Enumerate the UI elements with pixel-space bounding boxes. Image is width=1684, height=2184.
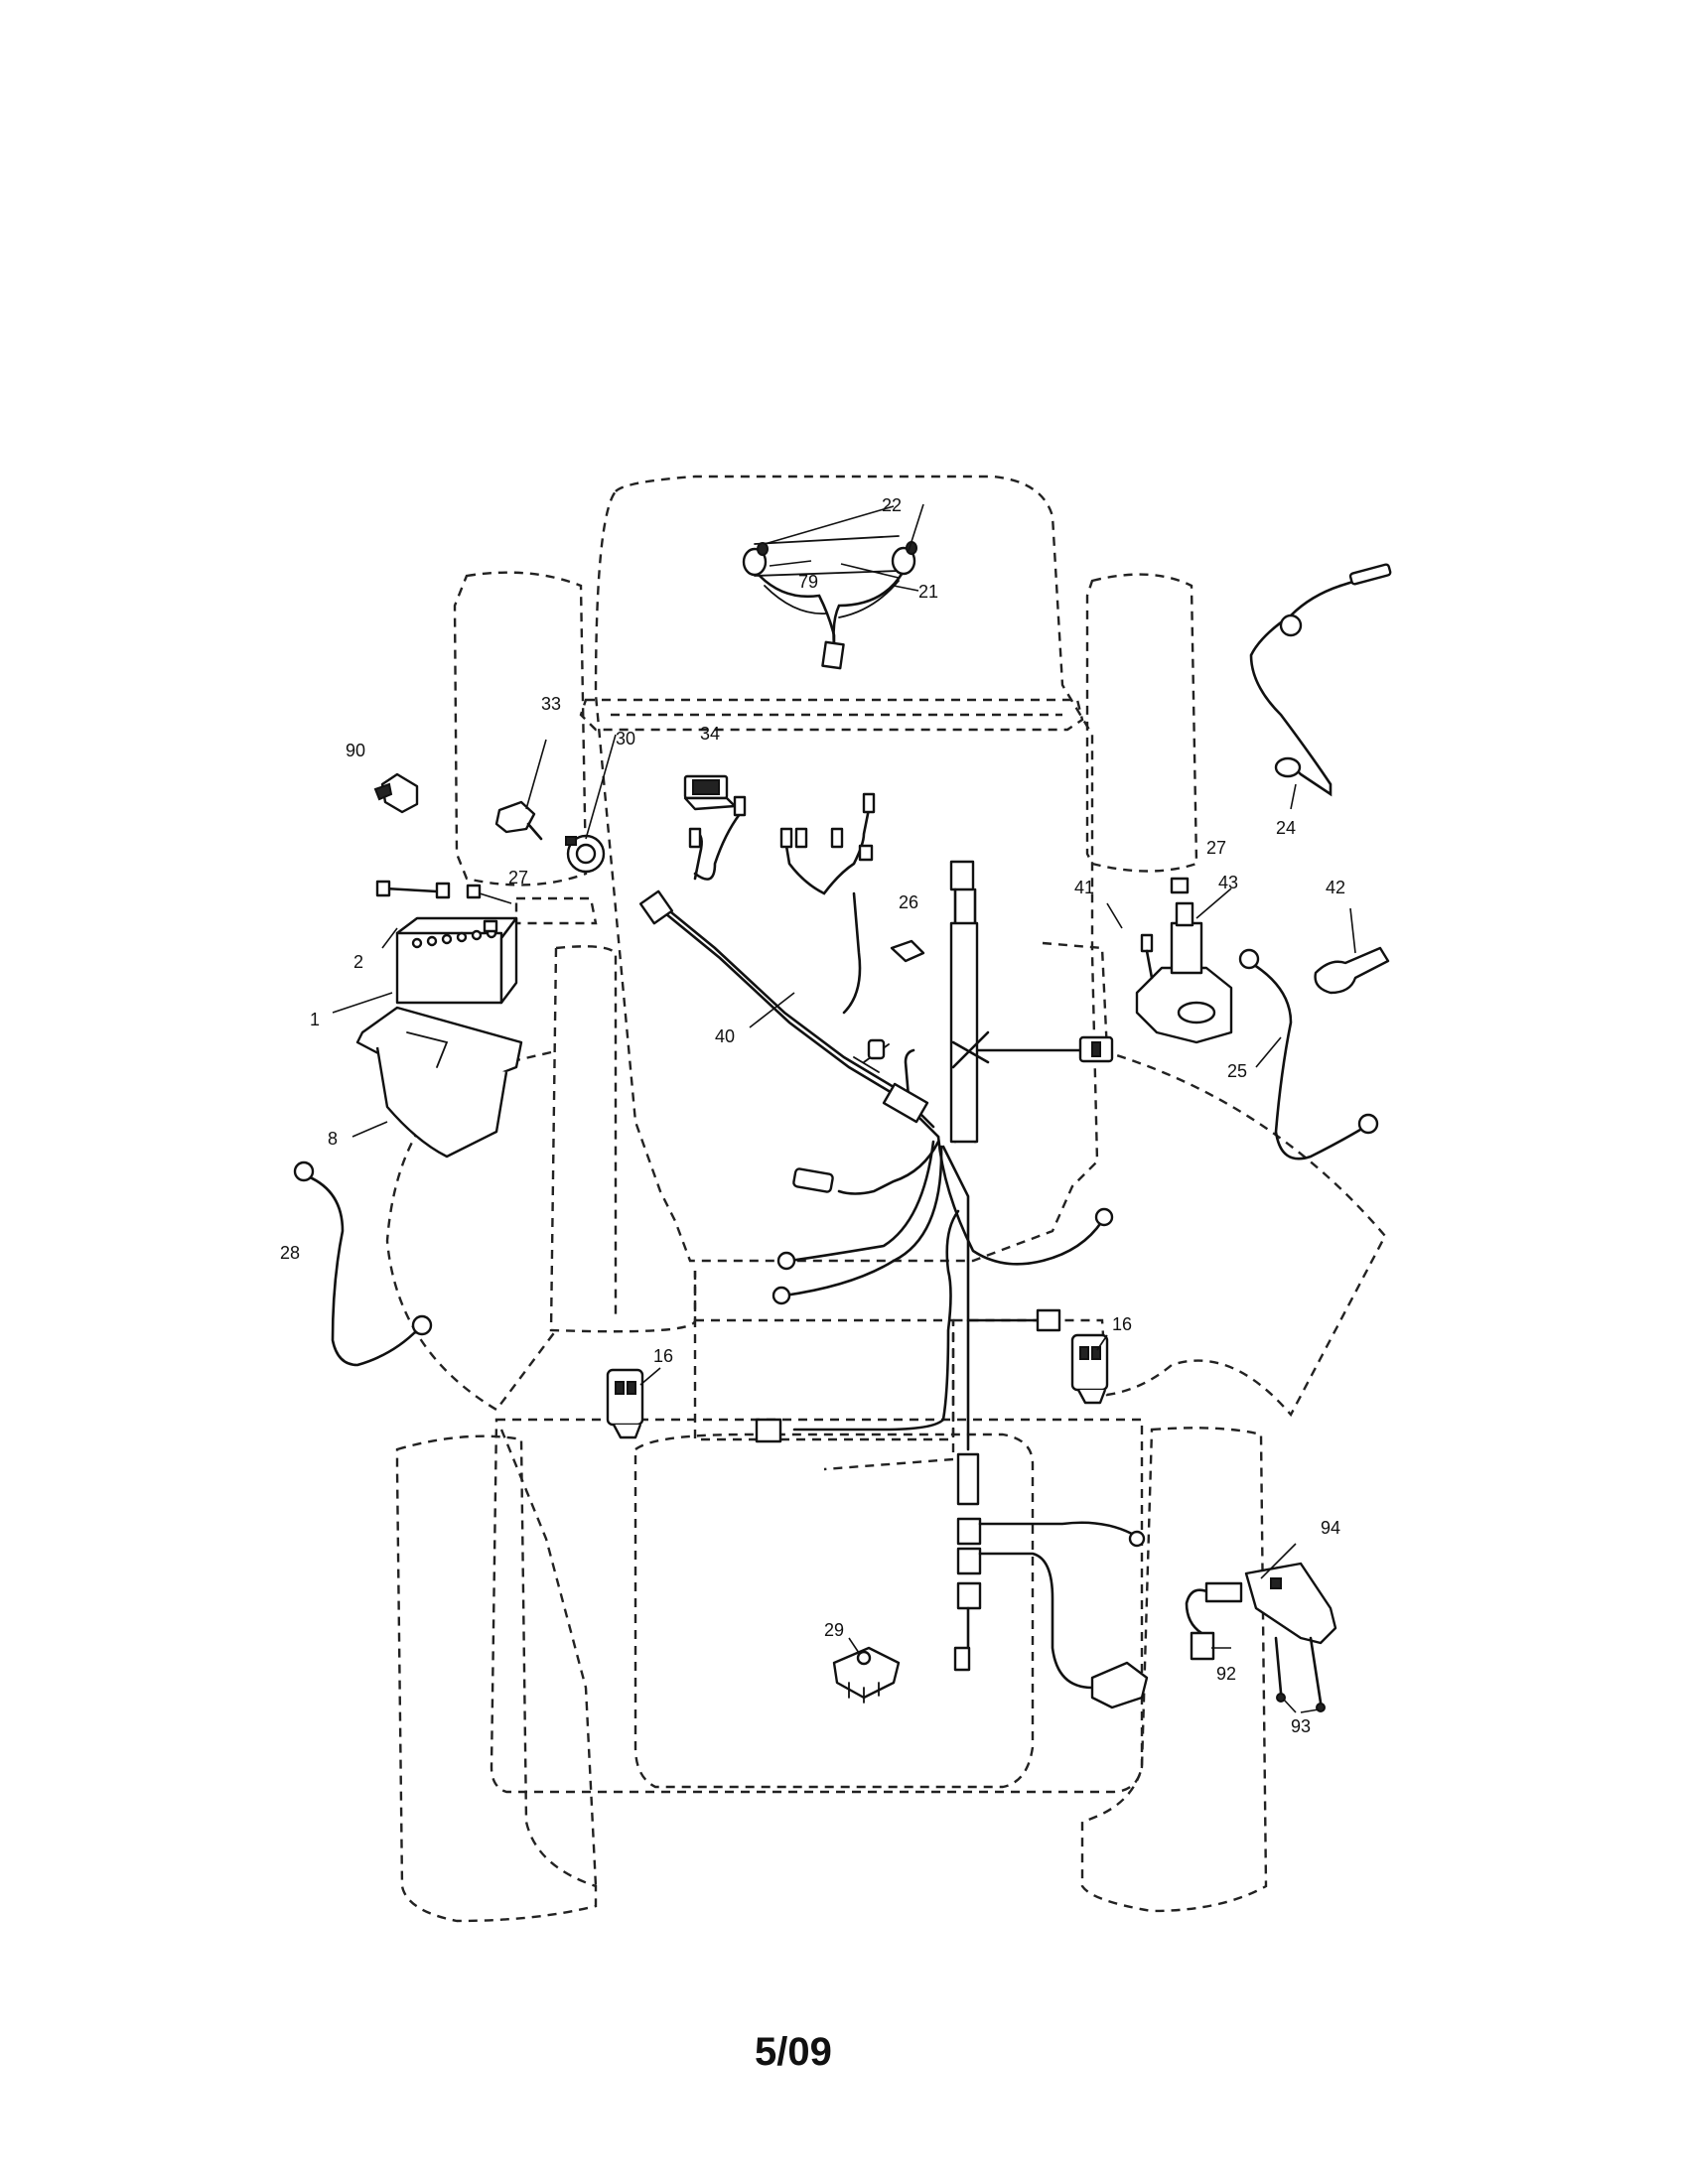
callout-27-right: 27 bbox=[1206, 838, 1226, 858]
callout-43: 43 bbox=[1218, 873, 1238, 892]
part-40-main-harness bbox=[638, 792, 940, 1139]
part-41-bolt bbox=[1140, 933, 1154, 980]
callout-28: 28 bbox=[280, 1243, 300, 1263]
part-27-nut-left bbox=[466, 884, 482, 899]
callout-42: 42 bbox=[1326, 878, 1345, 897]
part-16-seat-switch-left bbox=[606, 1368, 644, 1439]
part-2-bolt bbox=[375, 880, 451, 899]
front-left-tire bbox=[453, 571, 588, 887]
part-1-battery bbox=[395, 916, 518, 1005]
callout-16-right: 16 bbox=[1112, 1314, 1132, 1334]
callouts: 1 2 8 16 16 21 22 24 25 26 27 27 28 29 3… bbox=[280, 495, 1345, 1736]
vertical-harness-right bbox=[949, 860, 1114, 1144]
battery-cells bbox=[411, 927, 497, 949]
lower-harness bbox=[953, 1452, 1149, 1709]
part-90-switch bbox=[373, 772, 419, 814]
front-axle-bar bbox=[579, 698, 1084, 732]
part-94-pto-switch bbox=[1244, 1562, 1337, 1645]
callout-26: 26 bbox=[899, 892, 918, 912]
battery-cable-24 bbox=[1249, 563, 1392, 797]
callout-92: 92 bbox=[1216, 1664, 1236, 1684]
part-26-fuse bbox=[890, 939, 925, 963]
callout-1: 1 bbox=[310, 1010, 320, 1029]
part-43-solenoid bbox=[1135, 901, 1233, 1044]
headlight-harness bbox=[742, 535, 917, 670]
callout-93: 93 bbox=[1291, 1716, 1311, 1736]
callout-40: 40 bbox=[715, 1026, 735, 1046]
callout-22: 22 bbox=[882, 495, 902, 515]
callout-16-left: 16 bbox=[653, 1346, 673, 1366]
callout-90: 90 bbox=[346, 741, 365, 760]
part-92-harness-plug bbox=[1185, 1581, 1243, 1661]
callout-29: 29 bbox=[824, 1620, 844, 1640]
part-93-screws bbox=[1274, 1636, 1326, 1712]
part-28-cable bbox=[293, 1160, 433, 1367]
part-16-seat-switch-right bbox=[1070, 1333, 1109, 1405]
battery-tray-outline bbox=[514, 896, 598, 925]
right-fender-outline bbox=[953, 941, 1387, 1418]
callout-79: 79 bbox=[798, 572, 818, 592]
hood-outline bbox=[594, 475, 1099, 1263]
part-27-nut-right bbox=[1170, 877, 1190, 894]
part-33-key bbox=[494, 800, 543, 841]
callout-25: 25 bbox=[1227, 1061, 1247, 1081]
rear-deck-outline bbox=[633, 1433, 1035, 1789]
part-30-ignition bbox=[565, 834, 606, 874]
callout-41: 41 bbox=[1074, 878, 1094, 897]
callout-8: 8 bbox=[328, 1129, 338, 1149]
part-25-cable bbox=[1238, 948, 1379, 1160]
rear-right-tire bbox=[1080, 1427, 1268, 1913]
callout-33: 33 bbox=[541, 694, 561, 714]
callout-21: 21 bbox=[918, 582, 938, 602]
rear-left-tire bbox=[395, 1434, 598, 1923]
harness-branches bbox=[755, 1135, 1114, 1451]
callout-94: 94 bbox=[1321, 1518, 1340, 1538]
callout-27-left: 27 bbox=[508, 868, 528, 887]
rear-frame-outline bbox=[490, 1418, 1144, 1794]
callout-24: 24 bbox=[1276, 818, 1296, 838]
callout-2: 2 bbox=[353, 952, 363, 972]
leader-lines bbox=[332, 503, 1356, 1713]
tractor-outline bbox=[385, 475, 1387, 1923]
part-29-switch bbox=[832, 1646, 901, 1704]
part-8-battery-box bbox=[355, 1006, 523, 1159]
callout-30: 30 bbox=[616, 729, 635, 749]
left-side-line bbox=[499, 1429, 598, 1887]
callout-34: 34 bbox=[700, 724, 720, 744]
part-34-switch bbox=[683, 774, 737, 811]
part-42-boot bbox=[1314, 946, 1390, 995]
page-footer: 5/09 bbox=[755, 2030, 832, 2074]
front-right-tire bbox=[1085, 573, 1198, 873]
seat-deck-outline bbox=[693, 1271, 955, 1441]
